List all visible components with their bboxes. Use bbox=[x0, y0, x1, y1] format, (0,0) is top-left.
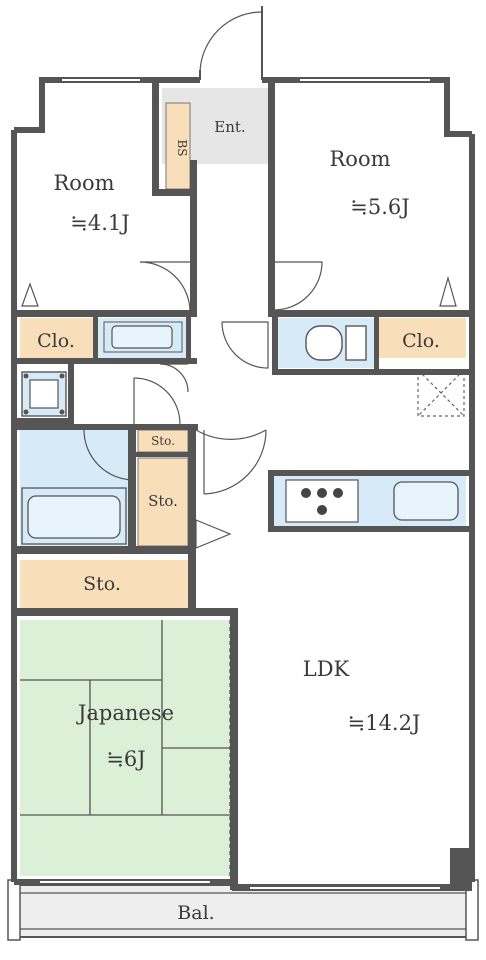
storage-tall bbox=[137, 457, 189, 547]
refrigerator-space bbox=[417, 369, 465, 417]
shoe-box bbox=[165, 102, 191, 190]
front-door bbox=[199, 6, 263, 80]
storage-wide-label: Sto. bbox=[83, 573, 121, 595]
bathtub-icon bbox=[21, 487, 127, 545]
japanese-room-size: ≒6J bbox=[106, 747, 145, 771]
ldk-name: LDK bbox=[303, 657, 350, 681]
closet-right bbox=[378, 318, 466, 358]
storage-tall-label: Sto. bbox=[148, 492, 178, 510]
closet-right-label: Clo. bbox=[402, 330, 440, 352]
closet-left bbox=[20, 318, 93, 358]
windows bbox=[40, 79, 440, 889]
balcony-label: Bal. bbox=[177, 902, 214, 924]
entrance-label: Ent. bbox=[214, 118, 245, 136]
ldk-size: ≒14.2J bbox=[348, 711, 421, 735]
japanese-room-tatami bbox=[20, 620, 231, 876]
storage-wide bbox=[20, 560, 188, 608]
closet-left-label: Clo. bbox=[37, 330, 75, 352]
balcony bbox=[7, 879, 479, 941]
interior-walls bbox=[14, 80, 472, 890]
shoe-box-label: BS bbox=[175, 139, 189, 156]
room-left-size: ≒4.1J bbox=[70, 211, 129, 235]
room-right-name: Room bbox=[329, 147, 390, 171]
washing-machine-icon bbox=[21, 371, 67, 417]
room-right-size: ≒5.6J bbox=[350, 195, 409, 219]
kitchen-counter bbox=[274, 476, 466, 526]
storage-small-label: Sto. bbox=[151, 434, 175, 448]
stove-burner-icon bbox=[301, 488, 343, 515]
interior-doors bbox=[21, 261, 457, 549]
room-left-name: Room bbox=[53, 171, 114, 195]
japanese-room-name: Japanese bbox=[76, 701, 174, 725]
toilet-icon bbox=[305, 325, 367, 361]
